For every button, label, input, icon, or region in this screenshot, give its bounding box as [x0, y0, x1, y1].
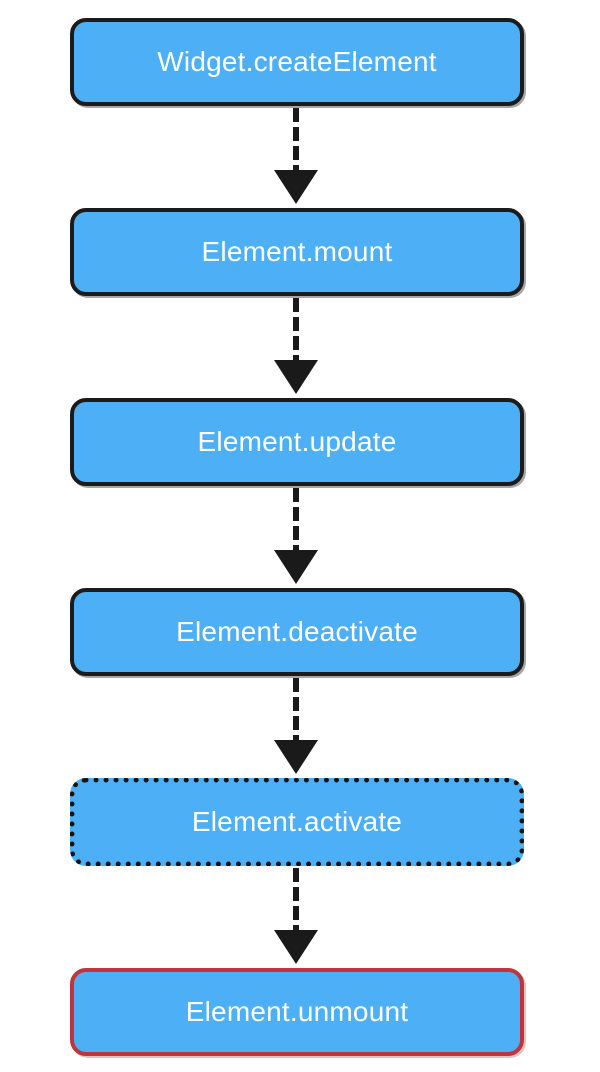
- down-arrow-icon: [274, 298, 318, 394]
- node-label: Element.mount: [201, 236, 393, 267]
- node-widget-create-element: Widget.createElement: [70, 18, 524, 106]
- node-element-activate: Element.activate: [70, 778, 524, 866]
- down-arrow-icon: [274, 868, 318, 964]
- node-element-deactivate: Element.deactivate: [70, 588, 524, 676]
- down-arrow-icon: [274, 488, 318, 584]
- arrow-update-to-deactivate: [266, 486, 326, 588]
- node-label: Element.activate: [191, 806, 403, 837]
- node-element-mount: Element.mount: [70, 208, 524, 296]
- arrow-create-to-mount: [266, 106, 326, 208]
- down-arrow-icon: [274, 678, 318, 774]
- node-element-unmount: Element.unmount: [70, 968, 524, 1056]
- node-element-update: Element.update: [70, 398, 524, 486]
- down-arrow-icon: [274, 108, 318, 204]
- arrow-mount-to-update: [266, 296, 326, 398]
- arrow-deactivate-to-activate: [266, 676, 326, 778]
- node-label: Element.deactivate: [176, 616, 418, 647]
- node-label: Element.unmount: [185, 996, 409, 1027]
- arrow-activate-to-unmount: [266, 866, 326, 968]
- node-label: Widget.createElement: [157, 46, 437, 77]
- node-label: Element.update: [197, 426, 397, 457]
